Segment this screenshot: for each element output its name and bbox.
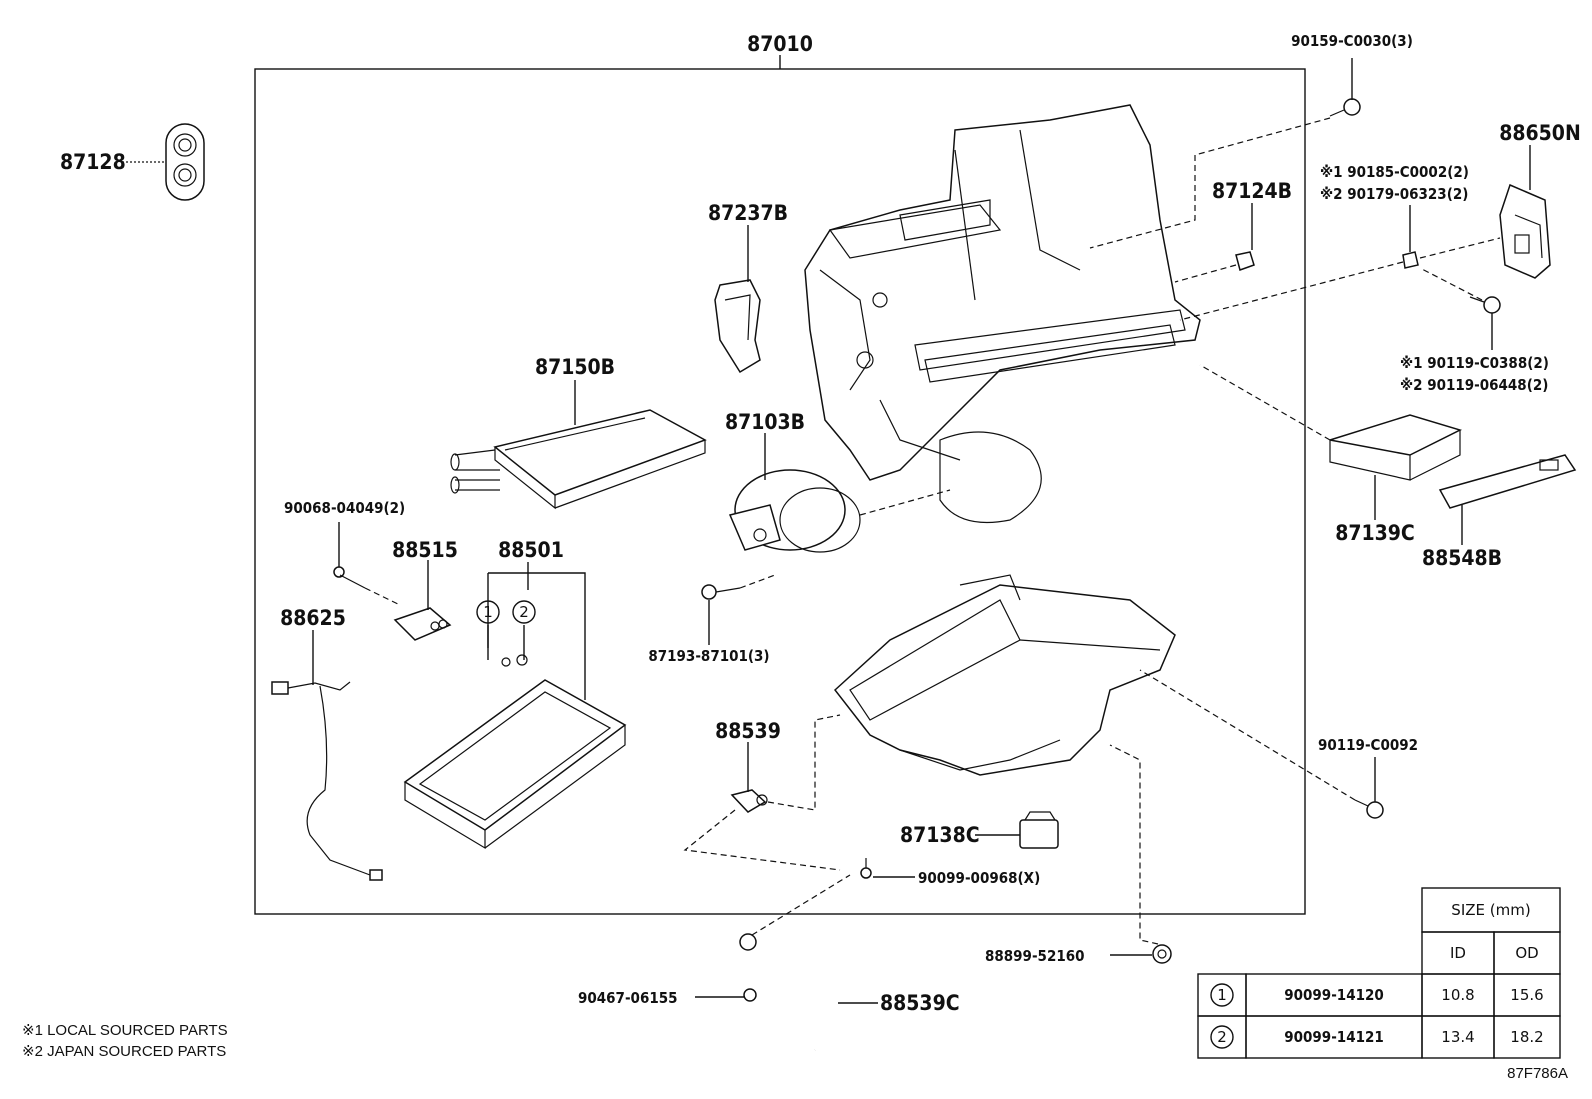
size-table: SIZE (mm) ID OD 1 90099-14120 10.8 15.6 … bbox=[1197, 887, 1561, 1059]
size-row1-id: 10.8 bbox=[1441, 986, 1474, 1004]
cover-88548B bbox=[1438, 454, 1577, 509]
harness-88625 bbox=[271, 681, 383, 881]
label-90099[interactable]: 90099-00968(X) bbox=[918, 869, 1040, 887]
size-row2-od: 18.2 bbox=[1510, 1028, 1543, 1046]
label-90179[interactable]: ※2 90179-06323(2) bbox=[1320, 185, 1468, 203]
screw-90119-c0092 bbox=[1354, 799, 1384, 819]
screw-90159 bbox=[1329, 98, 1361, 117]
valve-88515 bbox=[393, 607, 452, 641]
label-88548B[interactable]: 88548B bbox=[1422, 546, 1502, 570]
callout-2 bbox=[512, 600, 536, 624]
bracket-87237B bbox=[714, 279, 761, 374]
actuator-88650N bbox=[1499, 183, 1551, 279]
label-87139C[interactable]: 87139C bbox=[1335, 521, 1415, 545]
label-88501[interactable]: 88501 bbox=[498, 538, 564, 562]
label-90119c[interactable]: 90119-C0092 bbox=[1318, 736, 1418, 754]
grommet-87128 bbox=[165, 123, 205, 201]
bolt-90068 bbox=[333, 566, 366, 589]
label-87150B[interactable]: 87150B bbox=[535, 355, 615, 379]
callout-2-text: 2 bbox=[519, 603, 529, 621]
callout-1 bbox=[476, 600, 500, 624]
label-88515[interactable]: 88515 bbox=[392, 538, 458, 562]
sensor-88539 bbox=[730, 789, 768, 813]
label-88899[interactable]: 88899-52160 bbox=[985, 947, 1085, 965]
note-local-sourced: ※1 LOCAL SOURCED PARTS bbox=[22, 1022, 228, 1039]
size-row2-mark: 2 bbox=[1217, 1028, 1227, 1046]
note-japan-sourced: ※2 JAPAN SOURCED PARTS bbox=[22, 1043, 226, 1060]
heater-core-87150B bbox=[450, 409, 707, 510]
label-87103B[interactable]: 87103B bbox=[725, 410, 805, 434]
size-table-header: SIZE (mm) bbox=[1451, 901, 1530, 919]
diagram-code: 87F786A bbox=[1507, 1065, 1568, 1082]
label-87138C[interactable]: 87138C bbox=[900, 823, 980, 847]
screw-87193 bbox=[701, 584, 741, 600]
label-90159[interactable]: 90159-C0030(3) bbox=[1291, 32, 1413, 50]
label-88625[interactable]: 88625 bbox=[280, 606, 346, 630]
clip-87124B bbox=[1235, 251, 1255, 271]
screw-90119-upper bbox=[1469, 296, 1501, 314]
screw-90099 bbox=[860, 858, 872, 879]
label-90119b[interactable]: ※2 90119-06448(2) bbox=[1400, 376, 1548, 394]
evaporator-88501 bbox=[403, 679, 627, 850]
hvac-lower-case bbox=[833, 574, 1176, 776]
label-90185[interactable]: ※1 90185-C0002(2) bbox=[1320, 163, 1469, 181]
size-row2-id: 13.4 bbox=[1441, 1028, 1474, 1046]
hose-88539C bbox=[739, 933, 832, 1052]
size-table-col-id: ID bbox=[1450, 944, 1466, 962]
blower-motor-87103B bbox=[728, 469, 861, 553]
clip-90467 bbox=[743, 988, 757, 1002]
size-row2-part[interactable]: 90099-14121 bbox=[1284, 1028, 1384, 1046]
label-90467[interactable]: 90467-06155 bbox=[578, 989, 678, 1007]
servo-87138C bbox=[1019, 811, 1059, 849]
label-87128[interactable]: 87128 bbox=[60, 150, 126, 174]
label-87010[interactable]: 87010 bbox=[747, 32, 813, 56]
filter-87139C bbox=[1329, 414, 1463, 481]
size-row1-od: 15.6 bbox=[1510, 986, 1543, 1004]
label-87237B[interactable]: 87237B bbox=[708, 201, 788, 225]
label-88539C[interactable]: 88539C bbox=[880, 991, 960, 1015]
label-88650N[interactable]: 88650N bbox=[1499, 121, 1581, 145]
label-90119a[interactable]: ※1 90119-C0388(2) bbox=[1400, 354, 1549, 372]
label-87124B[interactable]: 87124B bbox=[1212, 179, 1292, 203]
callout-1-text: 1 bbox=[483, 603, 493, 621]
size-row1-mark: 1 bbox=[1217, 986, 1227, 1004]
hvac-upper-housing bbox=[804, 104, 1201, 524]
label-90068[interactable]: 90068-04049(2) bbox=[284, 499, 405, 517]
size-row1-part[interactable]: 90099-14120 bbox=[1284, 986, 1384, 1004]
label-87193[interactable]: 87193-87101(3) bbox=[648, 647, 769, 665]
nut-88899 bbox=[1152, 944, 1172, 964]
label-88539[interactable]: 88539 bbox=[715, 719, 781, 743]
size-table-col-od: OD bbox=[1515, 944, 1538, 962]
nut-90185 bbox=[1402, 251, 1419, 269]
